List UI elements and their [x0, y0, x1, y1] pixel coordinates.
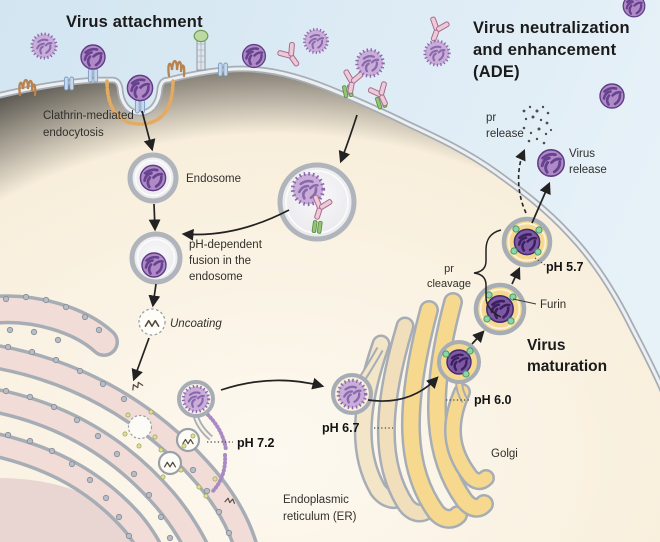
label-er-2: reticulum (ER) — [283, 511, 357, 523]
title-ade-2: and enhancement — [473, 41, 617, 59]
label-fusion-1: pH-dependent — [189, 239, 263, 251]
label-pr-cleavage-2: cleavage — [427, 278, 471, 290]
label-uncoating: Uncoating — [170, 318, 222, 330]
label-er-1: Endoplasmic — [283, 494, 349, 506]
label-pr-cleavage-1: pr — [444, 263, 454, 275]
label-virus-release-1: Virus — [569, 148, 595, 160]
cis-golgi-bulge — [331, 347, 384, 415]
label-clathrin-1: Clathrin-mediated — [43, 110, 134, 122]
endosome-1 — [127, 152, 179, 204]
arrow-virus-release — [531, 181, 551, 224]
released-virus — [536, 148, 566, 178]
arrow-to-uncoating — [148, 283, 161, 308]
golgi-cisterna-cis — [376, 316, 436, 523]
title-ade-1: Virus neutralization — [473, 19, 630, 37]
golgi-stack — [331, 292, 495, 529]
leader-furin — [512, 298, 537, 305]
er-cisterna — [0, 344, 258, 542]
virus-in-endosome — [139, 164, 167, 192]
arrow-golgi-transit — [367, 376, 439, 402]
antibody-bound-virus — [423, 39, 451, 67]
virus-particle-attached — [79, 43, 107, 71]
leader-lines — [207, 257, 546, 443]
title-maturation-1: Virus — [527, 337, 566, 354]
title-virus-attachment: Virus attachment — [66, 13, 203, 31]
diagram-labels: Virus attachment Virus neutralization an… — [43, 13, 630, 523]
arrow-to-er — [131, 337, 150, 382]
label-fusion-3: endosome — [189, 271, 243, 283]
pr-peptide-cloud — [522, 105, 553, 145]
label-golgi: Golgi — [491, 448, 518, 460]
golgi-cisterna — [400, 300, 468, 529]
virus-particle — [241, 43, 267, 69]
furin-vesicle — [473, 282, 527, 336]
virus-fusing — [140, 251, 168, 279]
virus-particle — [303, 28, 329, 54]
label-ph-72: pH 7.2 — [237, 436, 275, 450]
arrow-maturation-2 — [509, 266, 521, 285]
arrow-maturation-1 — [471, 330, 485, 345]
immature-virus-er — [181, 384, 211, 414]
label-furin: Furin — [540, 299, 566, 311]
ade-endosome — [277, 162, 357, 242]
er-cisterna-hairpin — [0, 294, 119, 357]
label-virus-release-2: release — [569, 164, 607, 176]
arrow-endocytosis — [141, 110, 156, 152]
title-ade-3: (ADE) — [473, 63, 520, 81]
label-endosome: Endosome — [186, 173, 241, 185]
ph57-vesicle — [501, 216, 553, 268]
label-ph-60: pH 6.0 — [474, 393, 512, 407]
golgi-cisterna-trans — [444, 383, 495, 491]
immature-virus-vesicle — [445, 348, 473, 376]
antibody-bound-virus — [355, 48, 385, 78]
forming-bud — [127, 414, 153, 440]
virus-in-clathrin-pit — [126, 74, 154, 102]
arrow-pr-release — [515, 148, 527, 214]
label-fusion-2: fusion in the — [189, 255, 251, 267]
rna-bud — [175, 427, 201, 453]
arrow-to-fusion — [148, 203, 161, 232]
virus-particle — [622, 0, 646, 18]
clathrin-coat — [105, 79, 175, 126]
virus-particle — [30, 32, 58, 60]
label-ph-67: pH 6.7 — [322, 421, 360, 435]
nucleus-edge — [0, 478, 136, 542]
er-assembly-region — [122, 380, 236, 504]
arrow-ade-entry — [338, 114, 358, 164]
immature-coat-scallop — [210, 453, 228, 494]
er-stack — [0, 293, 258, 542]
label-ph-57: pH 5.7 — [546, 260, 584, 274]
arrow-ade-to-fusion — [181, 209, 290, 241]
label-pr-release-1: pr — [486, 112, 496, 124]
er-cisterna — [0, 432, 162, 542]
immature-virus-golgi — [336, 378, 368, 410]
uncoating-genome — [138, 308, 166, 336]
flow-arrows — [131, 110, 551, 402]
arrow-er-to-golgi — [220, 377, 325, 391]
pr-cleavage-brace — [473, 229, 502, 318]
fusion-endosome — [129, 231, 183, 285]
label-pr-release-2: release — [486, 128, 524, 140]
title-maturation-2: maturation — [527, 358, 607, 375]
immature-coat-scallop — [203, 410, 228, 452]
label-clathrin-2: endocytosis — [43, 127, 104, 139]
er-cisterna — [0, 388, 209, 542]
rna-bud — [157, 450, 183, 476]
virus-particle — [598, 82, 626, 110]
